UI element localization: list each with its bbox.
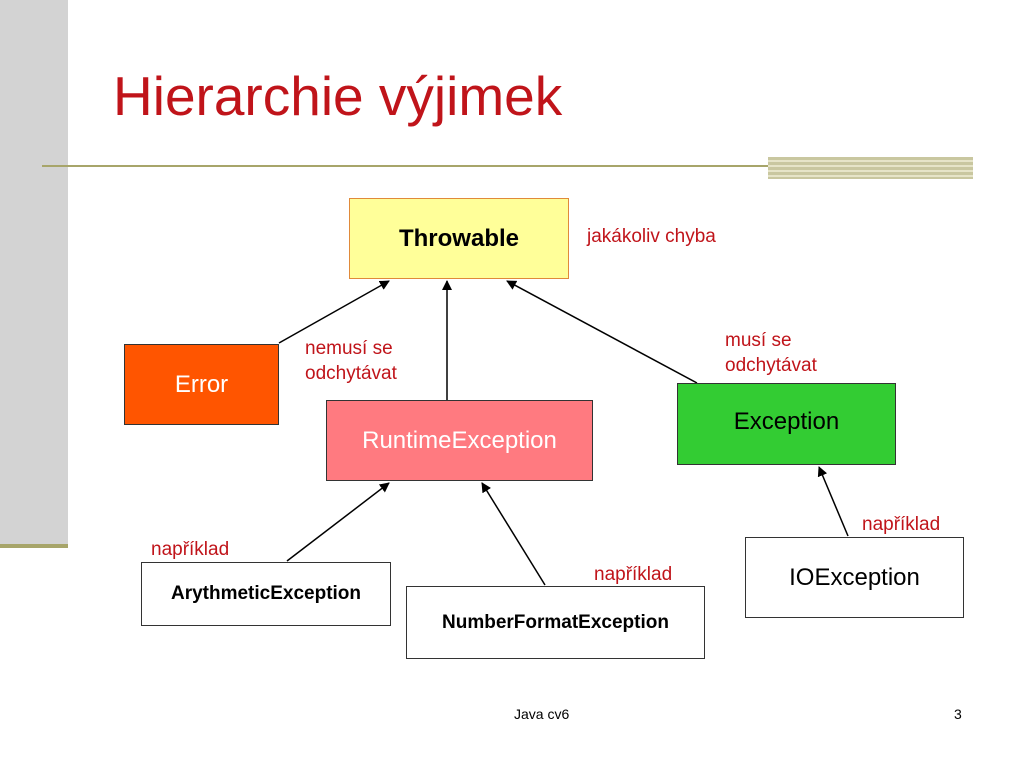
title-rule-block — [768, 157, 973, 179]
sidebar-decoration — [0, 0, 68, 546]
note-any-error: jakákoliv chyba — [587, 226, 716, 247]
note-checked: musí se odchytávat — [725, 328, 817, 378]
node-error-label: Error — [174, 370, 229, 398]
node-runtime-exception-label: RuntimeException — [362, 426, 557, 454]
note-checked-line2: odchytávat — [725, 355, 817, 376]
node-number-format-exception-label: NumberFormatException — [442, 611, 669, 633]
arrow-exception-to-throwable — [506, 280, 698, 384]
node-throwable-label: Throwable — [398, 224, 519, 252]
footer-text: Java cv6 — [514, 706, 570, 722]
arrow-numberformat-to-runtime — [481, 482, 546, 586]
sidebar-rule — [0, 544, 68, 548]
arrow-ioexception-to-exception — [817, 466, 849, 537]
note-unchecked: nemusí se odchytávat — [305, 336, 397, 386]
slide-title: Hierarchie výjimek — [113, 65, 563, 127]
node-exception-label: Exception — [733, 408, 840, 435]
note-checked-line1: musí se — [725, 330, 792, 351]
note-example-ioexception: například — [862, 514, 941, 535]
slide-number: 3 — [954, 706, 962, 722]
node-exception: Exception — [677, 383, 896, 465]
note-example-numberformat: například — [594, 564, 673, 585]
node-number-format-exception: NumberFormatException — [406, 586, 705, 659]
node-io-exception: IOException — [745, 537, 964, 618]
arrow-error-to-throwable — [278, 280, 390, 344]
arrow-arythmetic-to-runtime — [286, 482, 390, 562]
note-example-arythmetic: například — [151, 539, 230, 560]
node-arythmetic-exception-label: ArythmeticException — [170, 583, 362, 604]
node-throwable: Throwable — [349, 198, 569, 279]
note-unchecked-line2: odchytávat — [305, 363, 397, 384]
node-error: Error — [124, 344, 279, 425]
node-io-exception-label: IOException — [789, 563, 920, 591]
node-runtime-exception: RuntimeException — [326, 400, 593, 481]
node-arythmetic-exception: ArythmeticException — [141, 562, 391, 626]
title-rule-line — [42, 165, 772, 167]
note-unchecked-line1: nemusí se — [305, 338, 393, 359]
